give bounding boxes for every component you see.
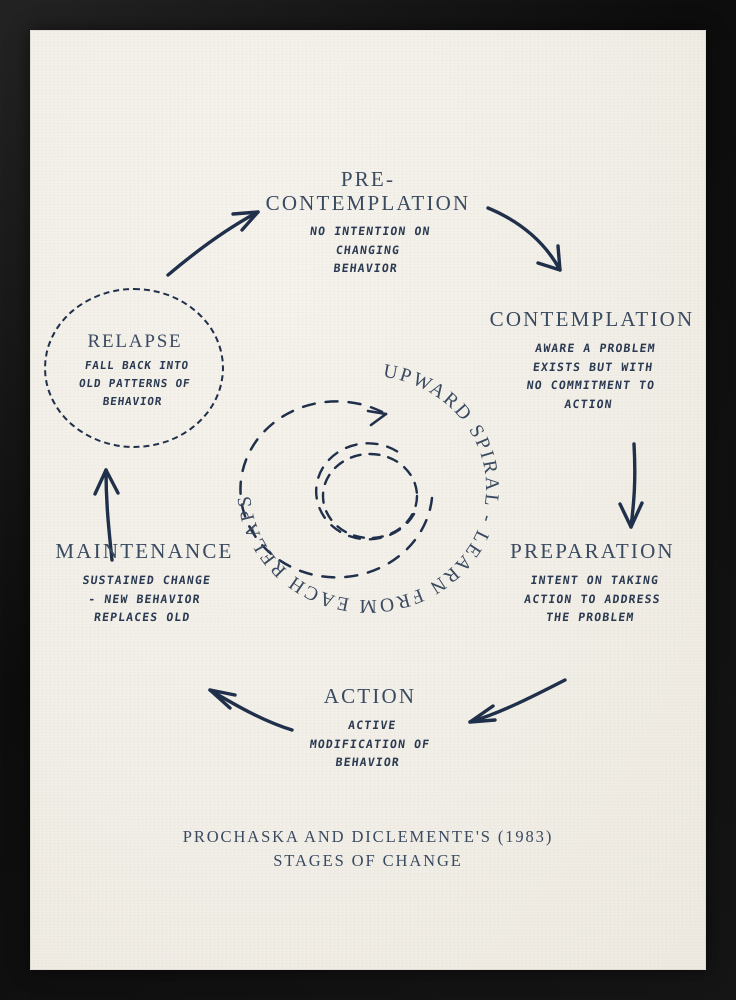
- spiral-middle-loop: [314, 442, 416, 541]
- stage-action-description: ACTIVE MODIFICATION OF BEHAVIOR: [308, 717, 432, 769]
- stage-preparation-title: PREPARATION: [510, 539, 675, 563]
- arrow-preparation-to-action: [468, 678, 567, 724]
- relapse-circle-ring: [44, 288, 224, 448]
- stage-contemplation-description: AWARE A PROBLEM EXISTS BUT WITH NO COMMI…: [525, 340, 657, 411]
- arrow-maintenance-to-relapse: [93, 468, 120, 562]
- poster-caption: PROCHASKA AND DICLEMENTE'S (1983) STAGES…: [182, 827, 554, 870]
- stage-precontemplation-description: NO INTENTION ON CHANGING BEHAVIOR: [309, 224, 432, 276]
- stage-action-title: ACTION: [323, 684, 417, 708]
- stage-precontemplation-title: PRE- CONTEMPLATION: [265, 167, 471, 215]
- stage-contemplation-title: CONTEMPLATION: [489, 307, 695, 331]
- arrow-contemplation-to-preparation: [618, 442, 644, 529]
- stage-relapse[interactable]: RELAPSE FALL BACK INTO OLD PATTERNS OF B…: [44, 288, 226, 453]
- spiral-label-textpath: UPWARD SPIRAL - LEARN FROM EACH RELAPSE: [211, 332, 500, 616]
- arrow-relapse-to-precontemplation: [166, 210, 260, 277]
- spiral-inner-loop: [321, 452, 419, 540]
- stage-maintenance[interactable]: MAINTENANCE SUSTAINED CHANGE - NEW BEHAV…: [37, 539, 252, 626]
- arrow-action-to-maintenance: [208, 688, 294, 732]
- spiral-outer-loop: [239, 400, 434, 579]
- spiral-arrowhead: [366, 409, 388, 427]
- stage-relapse-title: RELAPSE: [87, 330, 183, 352]
- stage-contemplation[interactable]: CONTEMPLATION AWARE A PROBLEM EXISTS BUT…: [482, 307, 702, 413]
- stage-maintenance-description: SUSTAINED CHANGE - NEW BEHAVIOR REPLACES…: [81, 572, 212, 624]
- cycle-arrows: [93, 206, 644, 732]
- spiral-label: UPWARD SPIRAL - LEARN FROM EACH RELAPSE: [218, 348, 502, 616]
- poster-paper: UPWARD SPIRAL - LEARN FROM EACH RELAPSE …: [30, 30, 706, 970]
- stage-action[interactable]: ACTION ACTIVE MODIFICATION OF BEHAVIOR: [275, 684, 465, 771]
- arrow-precontemplation-to-contemplation: [486, 206, 562, 272]
- stage-relapse-description: FALL BACK INTO OLD PATTERNS OF BEHAVIOR: [78, 358, 192, 408]
- stage-precontemplation[interactable]: PRE- CONTEMPLATION NO INTENTION ON CHANG…: [248, 167, 488, 278]
- stage-maintenance-title: MAINTENANCE: [55, 539, 234, 563]
- stage-preparation-description: INTENT ON TAKING ACTION TO ADDRESS THE P…: [523, 572, 662, 624]
- upward-spiral: UPWARD SPIRAL - LEARN FROM EACH RELAPSE: [211, 332, 518, 618]
- stage-preparation[interactable]: PREPARATION INTENT ON TAKING ACTION TO A…: [485, 539, 700, 626]
